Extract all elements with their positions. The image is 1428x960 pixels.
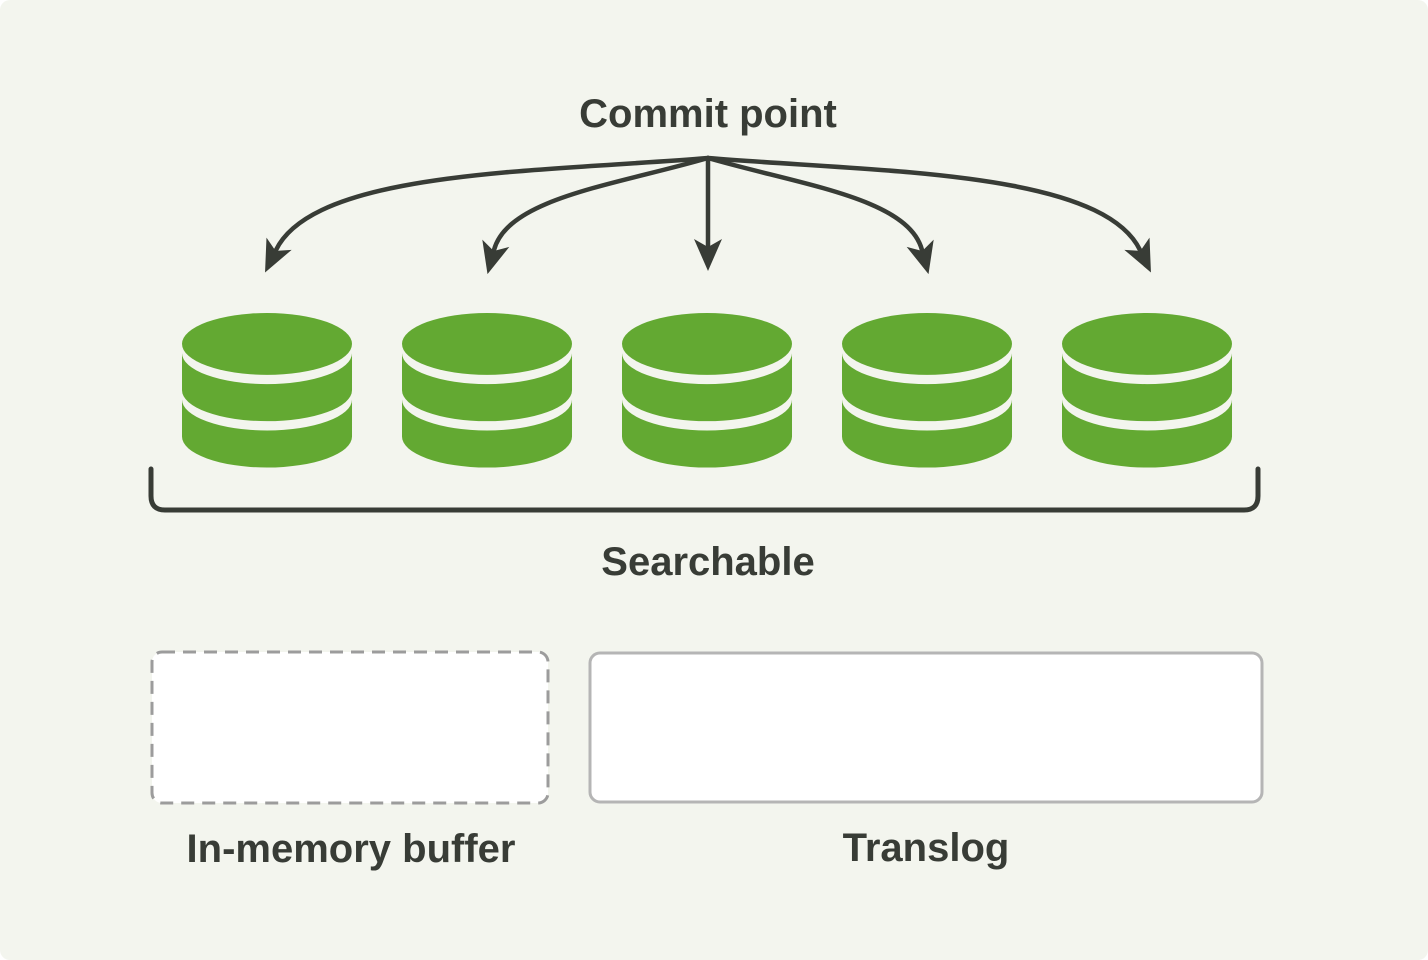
commit-arrow-outer-left	[264, 155, 711, 273]
segment-icon	[842, 313, 1013, 468]
commit-point-label: Commit point	[579, 92, 837, 136]
searchable-bracket	[148, 466, 1261, 513]
segment-icon	[622, 313, 793, 468]
commit-arrows	[264, 155, 1152, 275]
segments-layer	[182, 313, 1233, 468]
segment-icon	[1062, 313, 1233, 468]
commit-arrow-inner-right	[705, 155, 934, 275]
in-memory-buffer-box	[150, 650, 550, 805]
commit-arrow-inner-left	[482, 155, 711, 275]
commit-arrow-outer-right	[705, 155, 1152, 273]
segment-icon	[402, 313, 573, 468]
segment-icon	[182, 313, 353, 468]
translog-label: Translog	[843, 826, 1010, 870]
in-memory-buffer-label: In-memory buffer	[187, 827, 516, 871]
searchable-label: Searchable	[601, 540, 814, 584]
translog-box	[588, 651, 1264, 804]
